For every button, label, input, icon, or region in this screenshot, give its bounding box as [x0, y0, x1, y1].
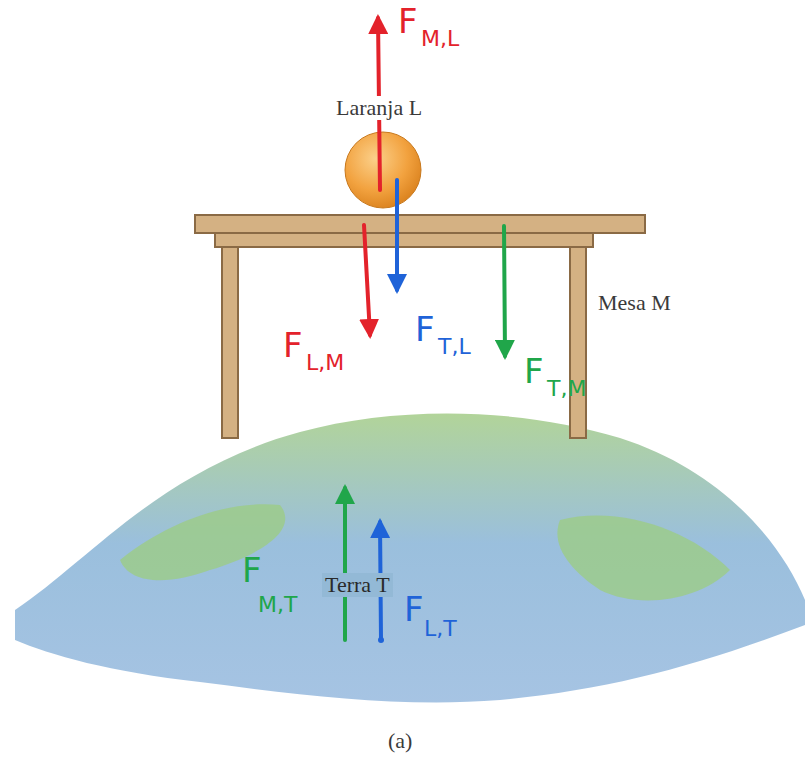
caption: (a): [388, 730, 412, 752]
force-symbol: F: [242, 553, 262, 587]
force-symbol: F: [398, 4, 418, 38]
force-arrow: [364, 225, 370, 335]
force-symbol: F: [283, 328, 303, 362]
force-subscript: M,L: [421, 28, 459, 50]
force-symbol: F: [404, 592, 424, 626]
continent: [557, 516, 730, 601]
object-label: Mesa M: [598, 292, 671, 314]
force-subscript: T,M: [547, 378, 586, 400]
force-subscript: L,T: [424, 618, 457, 640]
force-subscript: T,L: [438, 336, 471, 358]
object-label: Laranja L: [333, 96, 425, 120]
force-symbol: F: [524, 354, 544, 388]
object-label: Terra T: [322, 573, 393, 597]
earth: [15, 413, 805, 702]
arrow-tail-dot: [378, 637, 384, 643]
force-subscript: L,M: [306, 352, 344, 374]
orange: [345, 132, 421, 208]
force-arrow: [395, 180, 399, 290]
force-arrow: [504, 226, 505, 356]
force-subscript: M,T: [258, 594, 297, 616]
force-symbol: F: [415, 312, 435, 346]
force-arrow: [343, 488, 347, 640]
table: [195, 215, 645, 438]
